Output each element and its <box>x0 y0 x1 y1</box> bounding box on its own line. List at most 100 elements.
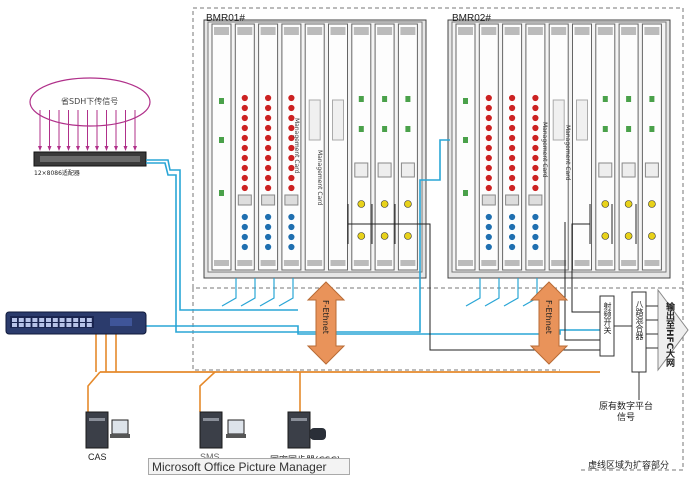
sms-server <box>199 411 246 449</box>
switch-port <box>86 318 92 322</box>
switch-blue-trunk <box>146 325 600 335</box>
rf-port <box>484 114 493 122</box>
ip-port <box>601 232 610 240</box>
asi-port <box>240 213 249 221</box>
picture-manager-status-bar[interactable]: Microsoft Office Picture Manager <box>148 458 350 475</box>
switch-ports <box>12 318 92 327</box>
slot-top-grille <box>330 27 346 35</box>
asi-port <box>264 213 273 221</box>
sdh-arrow-head <box>76 146 80 151</box>
sdh-arrow-head <box>66 146 71 151</box>
switch-port <box>66 323 72 327</box>
rack-left-drop <box>221 278 237 307</box>
ip-port <box>380 232 389 240</box>
status-led <box>219 137 224 143</box>
rf-port <box>508 164 516 172</box>
asi-port <box>484 243 493 251</box>
rack-slot <box>304 23 325 271</box>
rf-port <box>484 164 493 172</box>
slot-bottom-grille <box>237 260 253 266</box>
expansion-region-right <box>580 288 684 471</box>
sdh-to-rack-left <box>146 159 298 311</box>
rf-port <box>240 184 249 192</box>
rack-slot <box>397 23 418 271</box>
rack-right-drop <box>484 278 500 307</box>
slot-top-grille <box>504 27 520 35</box>
rf-switch-label: 射频开关 <box>603 302 612 334</box>
rf-port <box>531 94 540 102</box>
rf-port <box>531 174 540 182</box>
rack-slot <box>351 23 372 271</box>
rf-port <box>240 164 249 172</box>
slot-top-grille <box>644 27 660 35</box>
asi-port <box>531 243 540 251</box>
rack-left-title: BMR01# <box>206 13 245 24</box>
rf-port <box>508 154 516 162</box>
status-led <box>463 190 468 196</box>
rf-port <box>531 104 540 112</box>
rf-port <box>531 164 540 172</box>
status-led <box>626 96 632 102</box>
asi-port <box>508 223 516 231</box>
sdh-ellipse <box>29 77 151 127</box>
rf-port <box>264 144 273 152</box>
rf-port <box>484 94 493 102</box>
status-led <box>382 126 388 132</box>
switch-port <box>25 318 31 322</box>
port-block <box>400 162 415 178</box>
port-block <box>261 194 276 206</box>
asi-port <box>508 243 516 251</box>
fe-label-right: F-Ethnet <box>544 300 553 334</box>
rf-port <box>264 164 273 172</box>
rack-left-drop <box>278 278 294 307</box>
switch-port <box>86 323 92 327</box>
mgmt-card-label-left2: Management Card <box>293 118 300 174</box>
slot-bottom-grille <box>353 260 369 266</box>
slot-top-grille <box>377 27 393 35</box>
slot-bottom-grille <box>260 260 276 266</box>
sdh-arrow-head <box>104 146 109 151</box>
rf-port <box>484 134 493 142</box>
port-block <box>505 194 520 206</box>
slot-top-grille <box>527 27 543 35</box>
asi-port <box>508 213 516 221</box>
asi-port <box>531 233 540 241</box>
rack-left-drop <box>259 278 275 307</box>
rf-port <box>508 94 516 102</box>
rf-port <box>508 124 516 132</box>
sdh-arrow-head <box>95 146 99 151</box>
slot-top-grille <box>260 27 276 35</box>
rack-left-drop <box>240 278 256 307</box>
switch-port <box>32 323 38 327</box>
asi-port <box>240 243 249 251</box>
switch-port <box>39 318 45 322</box>
slot-bottom-grille <box>504 260 520 266</box>
slot-top-grille <box>458 27 473 35</box>
csc-server <box>287 411 326 449</box>
slot-bottom-grille <box>644 260 660 266</box>
rack-right-title: BMR02# <box>452 13 491 24</box>
slot-top-grille <box>353 27 369 35</box>
asi-port <box>287 223 296 231</box>
asi-port <box>240 223 249 231</box>
switch-port <box>73 323 79 327</box>
asi-port <box>240 233 249 241</box>
rack-right-ip-cable <box>571 204 637 313</box>
port-block <box>644 162 659 178</box>
rf-port <box>240 104 249 112</box>
slot-bottom-grille <box>214 260 229 266</box>
mgmt-panel <box>552 99 565 141</box>
slot-bottom-grille <box>458 260 473 266</box>
switch-port <box>32 318 38 322</box>
slot-top-grille <box>283 27 299 35</box>
asi-port <box>264 223 273 231</box>
fe-label-left: F-Ethnet <box>321 300 330 334</box>
switch-port <box>52 323 58 327</box>
rack-left-ip-cable <box>347 204 600 351</box>
ip-port <box>624 232 633 240</box>
status-led <box>602 126 608 132</box>
slot-bottom-grille <box>283 260 299 266</box>
rack-slot <box>595 23 616 271</box>
sdh-arrow-head <box>133 146 137 151</box>
rf-port <box>264 124 273 132</box>
